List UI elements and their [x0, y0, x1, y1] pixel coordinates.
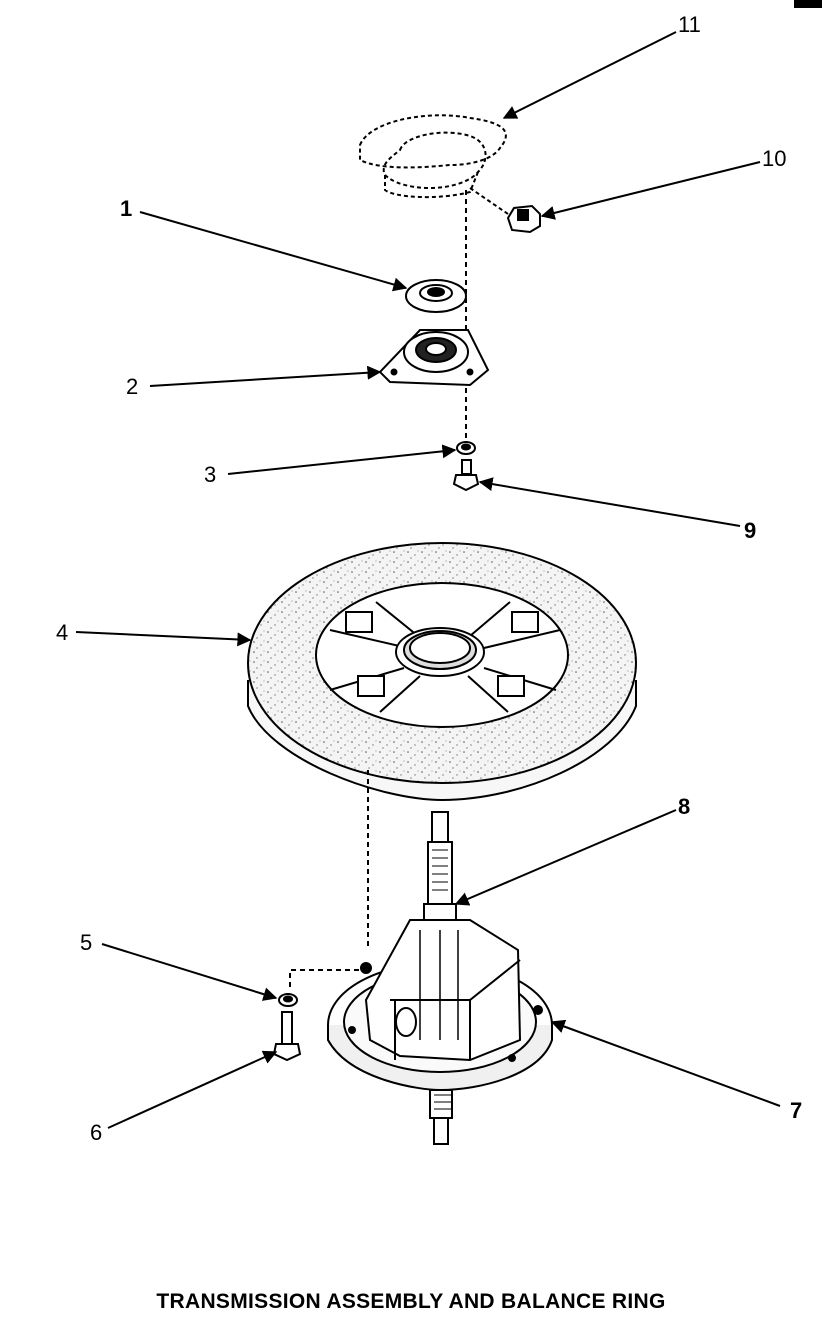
part-9-bolt — [452, 459, 480, 492]
leader-2 — [149, 365, 382, 387]
callout-2: 2 — [126, 374, 138, 399]
leader-1 — [139, 211, 408, 292]
callout-9: 9 — [744, 518, 756, 543]
callout-1: 1 — [120, 196, 132, 221]
diagram-caption: TRANSMISSION ASSEMBLY AND BALANCE RING — [156, 1290, 666, 1313]
leader-11 — [502, 31, 677, 119]
part-6-bolt — [272, 1011, 302, 1062]
part-1-washer — [405, 279, 467, 313]
part-11-cover — [359, 114, 507, 199]
leader-3 — [227, 444, 457, 475]
part-4-balance-ring — [247, 542, 637, 802]
assembly-axis-lower — [289, 770, 369, 990]
leader-10 — [540, 161, 761, 220]
part-2-bearing-bracket — [378, 329, 490, 387]
leader-8 — [454, 809, 677, 906]
part-5-washer — [278, 993, 298, 1007]
leader-5 — [101, 943, 278, 1001]
part-7-transmission — [327, 919, 553, 1145]
corner-mark — [794, 0, 822, 8]
part-3-lockwasher — [456, 441, 476, 455]
leader-9 — [478, 477, 741, 527]
leader-4 — [75, 631, 252, 647]
leader-7 — [550, 1019, 781, 1107]
callout-6: 6 — [90, 1120, 102, 1145]
leader-6 — [107, 1050, 278, 1129]
callout-8: 8 — [678, 794, 690, 819]
dash-11-10 — [469, 187, 509, 215]
callout-11: 11 — [678, 12, 701, 37]
callout-7: 7 — [790, 1098, 802, 1123]
part-10-clip — [506, 204, 541, 234]
leader-lines — [75, 31, 781, 1129]
callout-10: 10 — [762, 146, 786, 171]
callout-4: 4 — [56, 620, 68, 645]
callout-5: 5 — [80, 930, 92, 955]
part-8-shaft — [423, 811, 457, 921]
callout-3: 3 — [204, 462, 216, 487]
